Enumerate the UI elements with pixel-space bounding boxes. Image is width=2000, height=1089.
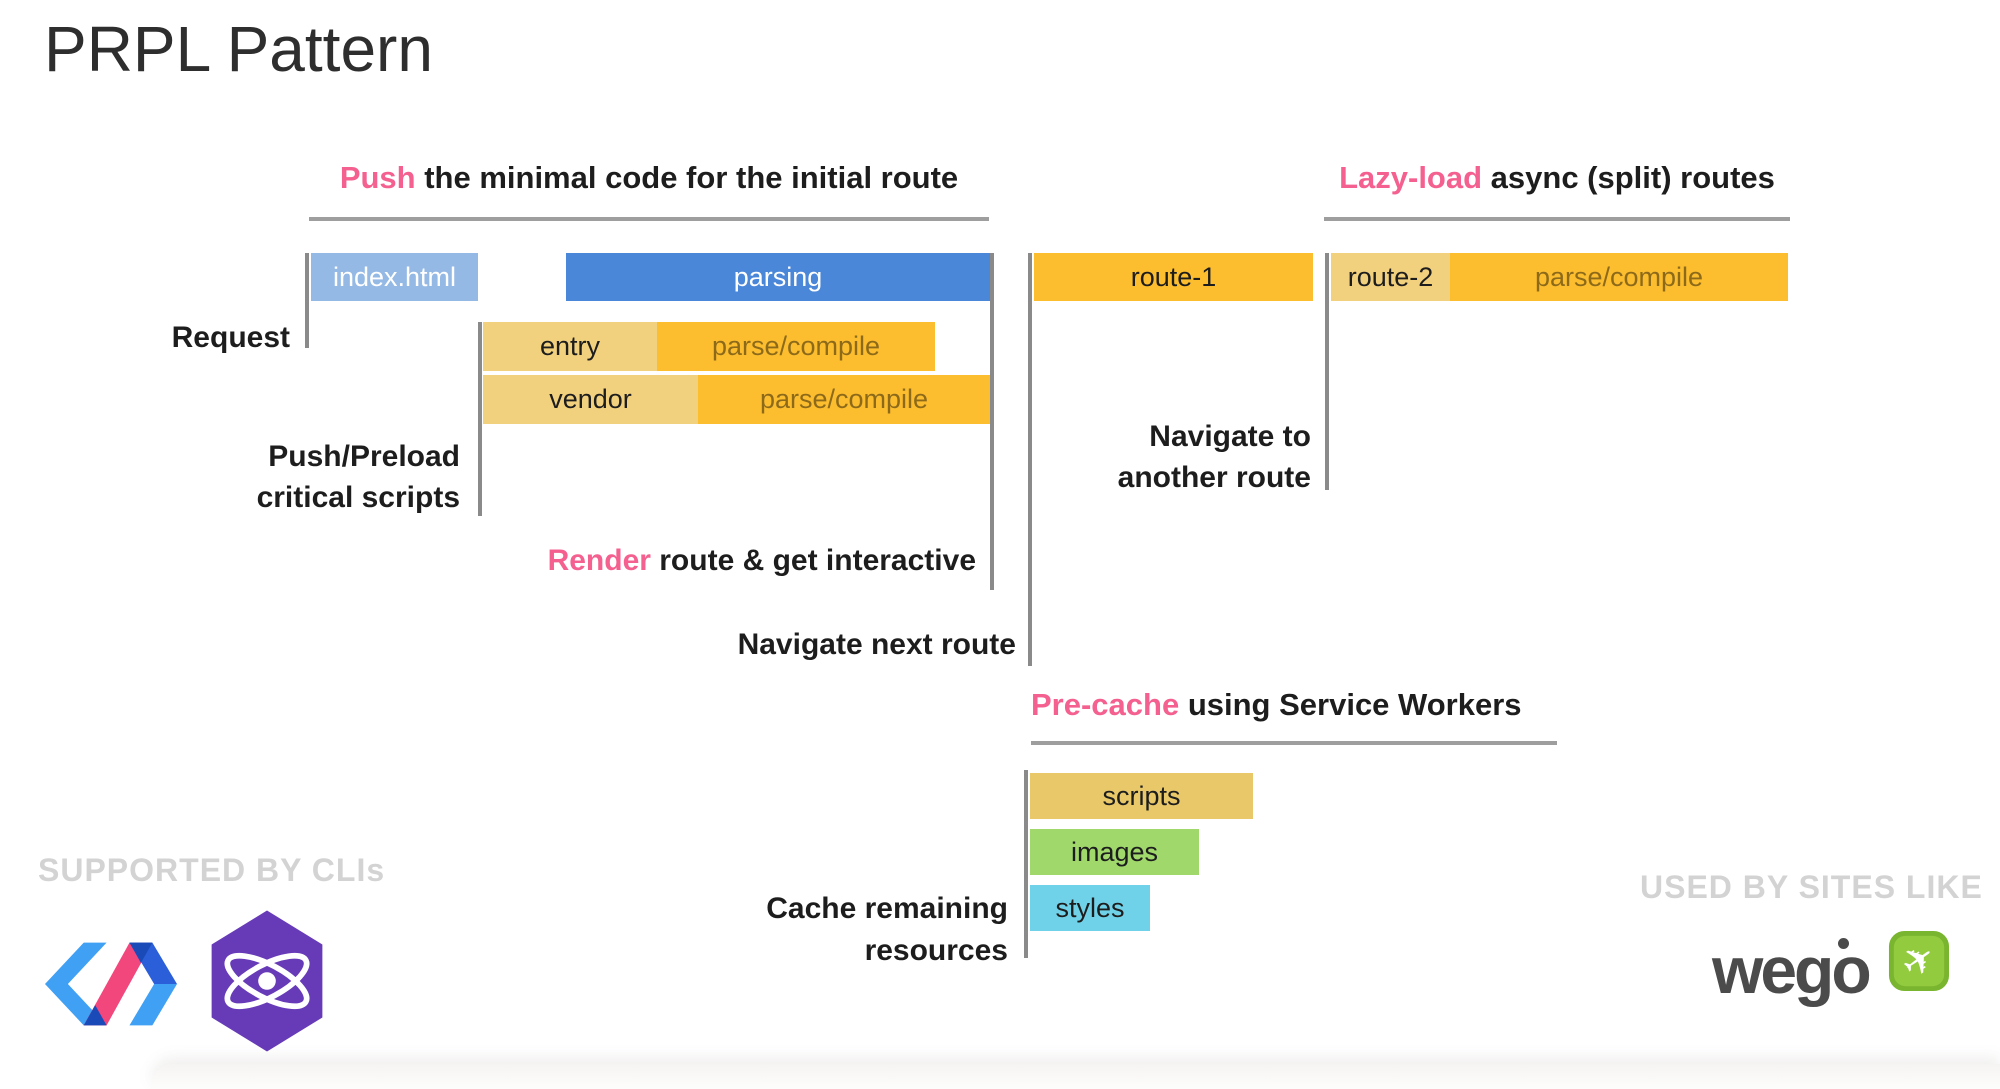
push-rest: the minimal code for the initial route (415, 160, 959, 195)
push-preload-label: Push/Preload critical scripts (160, 436, 460, 518)
bottom-page-shadow (150, 1064, 2000, 1089)
push-section-header: Push the minimal code for the initial ro… (309, 160, 989, 196)
lazyload-header-underline (1324, 217, 1790, 221)
cache-resources-line (1024, 770, 1028, 958)
cache-remaining-line2: resources (864, 934, 1008, 967)
precache-highlight: Pre-cache (1031, 687, 1180, 722)
bar-scripts: scripts (1030, 773, 1253, 819)
navigate-another-line2: another route (1117, 461, 1311, 494)
bar-images: images (1030, 829, 1199, 875)
page-title: PRPL Pattern (44, 13, 433, 85)
wego-logo-dot (1838, 938, 1849, 949)
navigate-another-line1: Navigate to (1149, 420, 1311, 453)
bar-entry-parse-compile: parse/compile (657, 322, 935, 371)
route2-start-line (1325, 253, 1329, 490)
precache-rest: using Service Workers (1179, 687, 1522, 722)
parsing-end-line (990, 253, 994, 590)
entry-bar-group: entry parse/compile (483, 322, 935, 371)
push-highlight: Push (339, 160, 416, 195)
lazyload-rest: async (split) routes (1482, 160, 1775, 195)
navigate-next-label: Navigate next route (737, 628, 1016, 661)
bar-route-2-parse-compile: parse/compile (1450, 253, 1788, 301)
request-label: Request (171, 321, 290, 354)
lazyload-highlight: Lazy-load (1339, 160, 1483, 195)
render-rest: route & get interactive (650, 544, 976, 577)
cache-remaining-line1: Cache remaining (766, 892, 1008, 925)
route2-bar-group: route-2 parse/compile (1331, 253, 1788, 301)
bar-vendor-parse-compile: parse/compile (698, 375, 990, 424)
push-preload-line (478, 322, 482, 516)
push-preload-line1: Push/Preload (268, 440, 460, 473)
used-by-sites-label: USED BY SITES LIKE (1640, 869, 1983, 905)
bar-route-2: route-2 (1331, 253, 1450, 301)
wego-plane-icon: ✈ (1888, 930, 1950, 992)
navigate-another-label: Navigate to another route (1080, 416, 1311, 498)
bar-parsing: parsing (566, 253, 990, 301)
bar-styles: styles (1030, 885, 1150, 931)
push-header-underline (309, 217, 989, 221)
lazyload-section-header: Lazy-load async (split) routes (1324, 160, 1790, 196)
bar-entry: entry (483, 322, 657, 371)
supported-by-clis-label: SUPPORTED BY CLIs (38, 852, 386, 888)
cache-remaining-label: Cache remaining resources (720, 888, 1008, 972)
push-preload-line2: critical scripts (256, 481, 460, 514)
precache-section-header: Pre-cache using Service Workers (1031, 687, 1522, 723)
route1-start-line (1028, 253, 1032, 666)
request-start-line (305, 253, 309, 348)
precache-header-underline (1031, 741, 1557, 745)
bar-route-1: route-1 (1034, 253, 1313, 301)
polymer-logo-icon (45, 942, 177, 1026)
vendor-bar-group: vendor parse/compile (483, 375, 990, 424)
preact-logo-icon (211, 910, 323, 1052)
bar-index-html: index.html (311, 253, 478, 301)
bar-vendor: vendor (483, 375, 698, 424)
render-label: Render route & get interactive (480, 540, 976, 581)
render-highlight: Render (547, 544, 651, 577)
